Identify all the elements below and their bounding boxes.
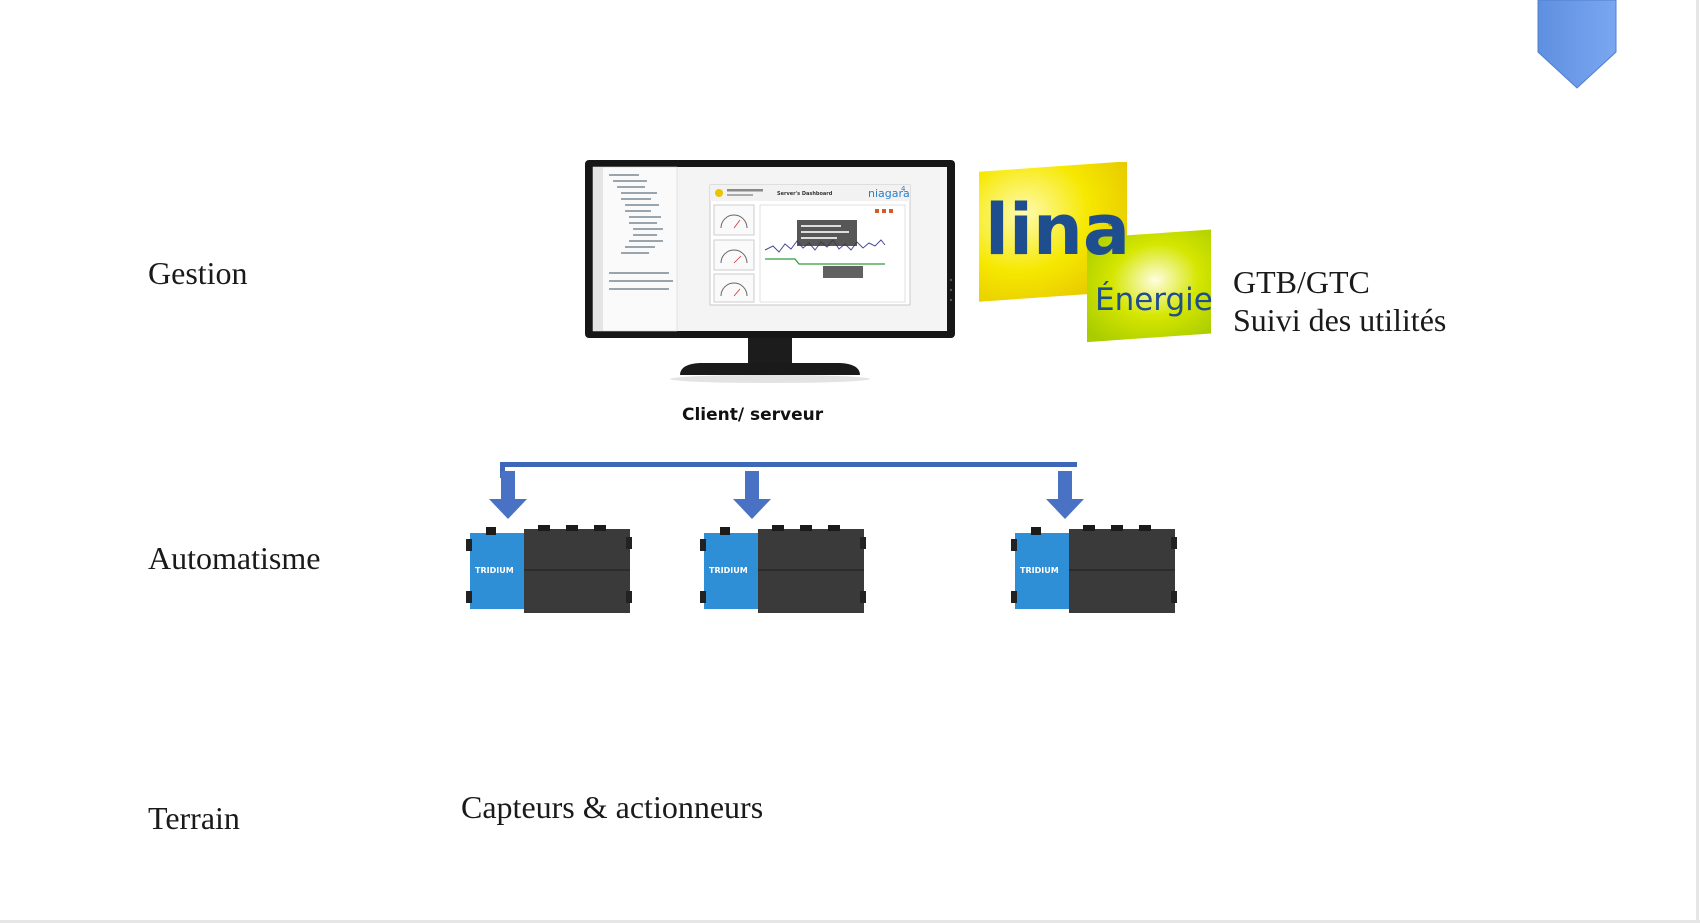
slide-edge-bottom	[0, 920, 1700, 923]
monitor-caption: Client/ serveur	[682, 405, 824, 425]
lina-wordmark: lina	[985, 189, 1130, 271]
down-arrow-icon	[733, 471, 771, 519]
niagara-brand: niagara	[868, 187, 910, 200]
energie-wordmark: Énergie	[1095, 282, 1213, 318]
controller-device: TRIDIUM	[466, 525, 632, 613]
tridium-label: TRIDIUM	[1020, 566, 1059, 575]
controller-device: TRIDIUM	[1011, 525, 1177, 613]
tridium-label: TRIDIUM	[709, 566, 748, 575]
side-text-suivi: Suivi des utilités	[1233, 302, 1447, 338]
row-label-automatisme: Automatisme	[148, 540, 321, 576]
tridium-controller-1: TRIDIUM	[466, 525, 632, 613]
tridium-controller-3: TRIDIUM	[1011, 525, 1177, 613]
side-text-gtb: GTB/GTC	[1233, 264, 1370, 300]
row-label-gestion: Gestion	[148, 255, 248, 291]
slide-edge-right	[1696, 0, 1699, 923]
registered-mark: ®	[1106, 215, 1118, 229]
row-label-terrain: Terrain	[148, 800, 240, 836]
tridium-label: TRIDIUM	[475, 566, 514, 575]
niagara-version: 4	[901, 185, 906, 193]
terrain-devices-text: Capteurs & actionneurs	[461, 789, 764, 825]
bookmark-marker-icon	[1537, 0, 1617, 89]
down-arrow-icon	[489, 471, 527, 519]
tridium-controller-2: TRIDIUM	[700, 525, 866, 613]
monitor-image: Server's Dashboard niagara 4	[585, 160, 955, 383]
down-arrow-icon	[1046, 471, 1084, 519]
network-bus-diagram	[489, 462, 1084, 519]
dashboard-title: Server's Dashboard	[777, 191, 833, 197]
lina-energie-logo: lina ® Énergie	[979, 162, 1213, 343]
bus-line	[500, 462, 1077, 467]
controller-device: TRIDIUM	[700, 525, 866, 613]
